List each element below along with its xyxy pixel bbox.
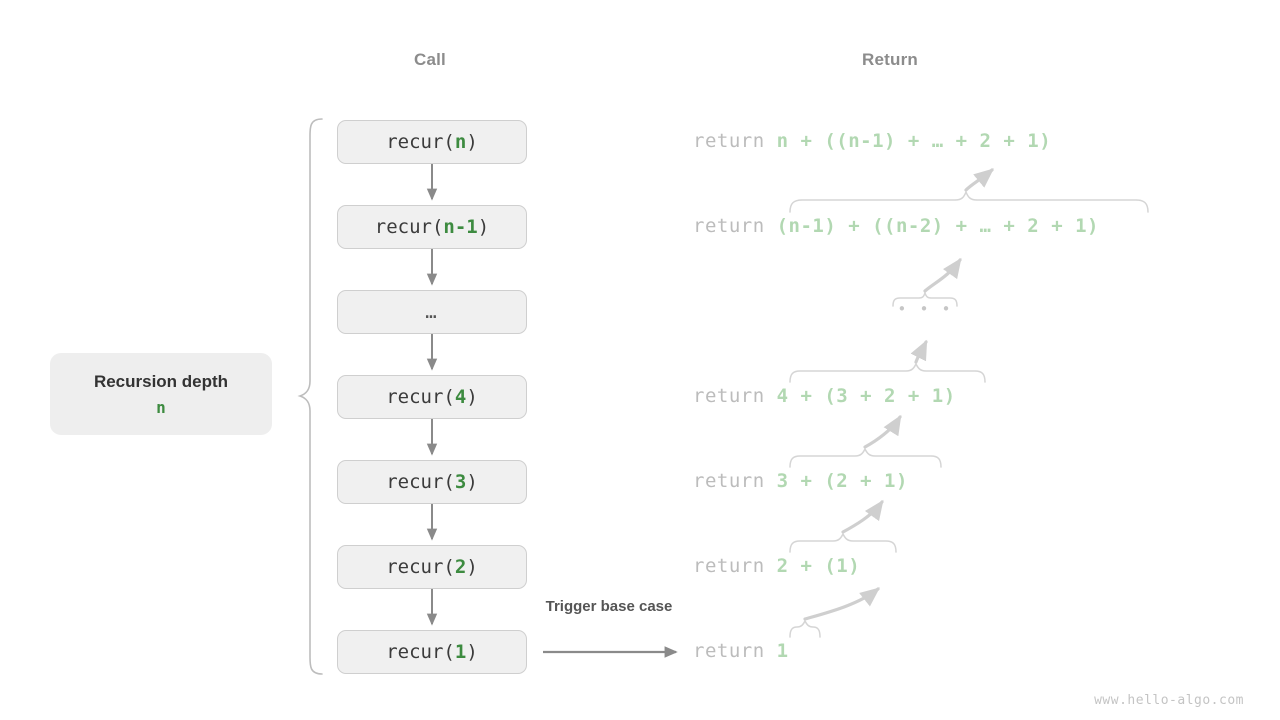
recursion-depth-value: n bbox=[156, 397, 166, 417]
return-line-3: return 3 + (2 + 1) bbox=[693, 470, 908, 492]
column-header-call: Call bbox=[414, 50, 446, 69]
call-box-2[interactable]: recur(2) bbox=[337, 545, 527, 589]
call-box-3[interactable]: recur(3) bbox=[337, 460, 527, 504]
return-arrow-2 bbox=[923, 257, 962, 293]
return-keyword: return bbox=[693, 640, 765, 662]
return-line-4: return 4 + (3 + 2 + 1) bbox=[693, 385, 956, 407]
return-keyword: return bbox=[693, 130, 765, 152]
call-box-prefix: recur( bbox=[386, 556, 455, 578]
call-box-suffix: ) bbox=[477, 216, 490, 238]
recursion-depth-brace bbox=[297, 118, 323, 675]
return-line-1: return 1 bbox=[693, 640, 789, 662]
return-brace-row6 bbox=[789, 532, 897, 553]
return-keyword: return bbox=[693, 555, 765, 577]
call-box-suffix: ) bbox=[466, 386, 478, 408]
return-expression: 3 + (2 + 1) bbox=[776, 470, 908, 492]
call-box-prefix: recur( bbox=[386, 386, 455, 408]
recursion-depth-box: Recursion depth n bbox=[50, 353, 272, 435]
call-box-prefix: recur( bbox=[386, 471, 455, 493]
call-box-arg: 3 bbox=[454, 471, 467, 493]
return-keyword: return bbox=[693, 215, 765, 237]
return-arrow-6 bbox=[803, 587, 880, 621]
call-box-1[interactable]: recur(1) bbox=[337, 630, 527, 674]
return-brace-row7 bbox=[789, 619, 821, 638]
call-box-arg: n bbox=[454, 131, 467, 153]
call-box-n[interactable]: recur(n) bbox=[337, 120, 527, 164]
call-box-arg: 2 bbox=[454, 556, 467, 578]
call-box-arg: 1 bbox=[454, 641, 467, 663]
watermark: www.hello-algo.com bbox=[1094, 693, 1244, 708]
column-header-return: Return bbox=[862, 50, 918, 69]
trigger-base-case-label: Trigger base case bbox=[545, 598, 673, 615]
return-expression: n + ((n-1) + … + 2 + 1) bbox=[776, 130, 1052, 152]
return-line-n-1: return (n-1) + ((n-2) + … + 2 + 1) bbox=[693, 215, 1099, 237]
call-box-suffix: ) bbox=[466, 131, 478, 153]
return-arrow-4 bbox=[863, 414, 902, 449]
call-box-4[interactable]: recur(4) bbox=[337, 375, 527, 419]
return-ellipsis: • • • bbox=[897, 300, 953, 318]
recursion-depth-title: Recursion depth bbox=[93, 371, 229, 391]
return-expression: 2 + (1) bbox=[776, 555, 861, 577]
call-box-suffix: ) bbox=[466, 556, 478, 578]
call-box-prefix: recur( bbox=[386, 131, 455, 153]
call-box-arg: 4 bbox=[454, 386, 467, 408]
call-box-prefix: recur( bbox=[386, 641, 455, 663]
return-expression: (n-1) + ((n-2) + … + 2 + 1) bbox=[776, 215, 1099, 237]
return-brace-row2 bbox=[789, 189, 1149, 213]
return-line-n: return n + ((n-1) + … + 2 + 1) bbox=[693, 130, 1051, 152]
return-arrow-5 bbox=[841, 499, 884, 534]
return-arrow-3 bbox=[910, 339, 928, 364]
return-brace-row4 bbox=[789, 362, 986, 383]
return-keyword: return bbox=[693, 385, 765, 407]
call-box-n-1[interactable]: recur(n-1) bbox=[337, 205, 527, 249]
return-brace-row5 bbox=[789, 447, 942, 468]
call-box-ellipsis[interactable]: … bbox=[337, 290, 527, 334]
call-box-suffix: ) bbox=[466, 471, 478, 493]
return-arrow-1 bbox=[964, 168, 994, 192]
return-expression: 1 bbox=[776, 640, 789, 662]
return-expression: 4 + (3 + 2 + 1) bbox=[776, 385, 956, 407]
return-line-2: return 2 + (1) bbox=[693, 555, 860, 577]
call-box-suffix: ) bbox=[466, 641, 478, 663]
call-box-ellipsis-label: … bbox=[425, 301, 439, 323]
call-box-prefix: recur( bbox=[374, 216, 444, 238]
return-keyword: return bbox=[693, 470, 765, 492]
call-box-arg: n-1 bbox=[443, 216, 478, 238]
